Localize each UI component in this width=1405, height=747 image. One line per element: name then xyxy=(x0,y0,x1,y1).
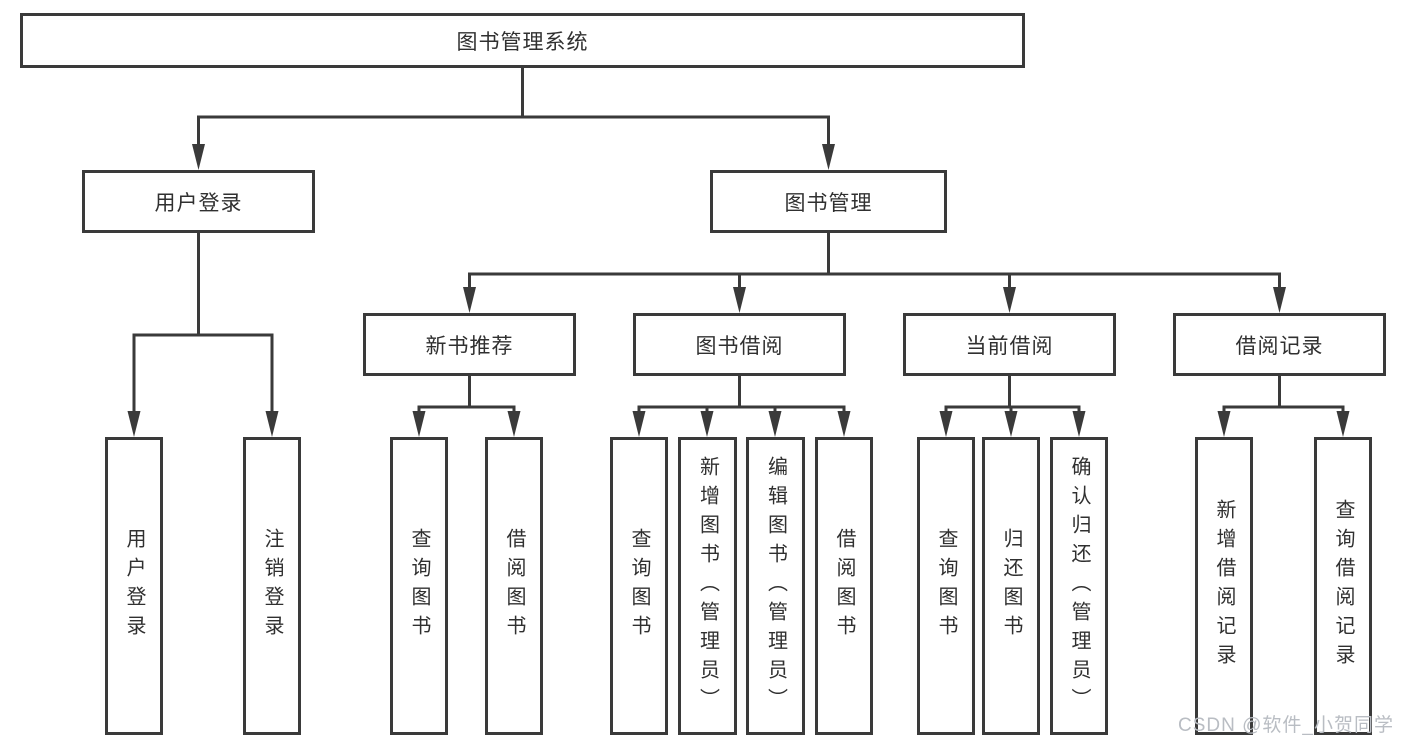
leaf-query-books-current-label: 查询图书 xyxy=(935,528,957,644)
node-new-book-recommend: 新书推荐 xyxy=(363,313,576,376)
csdn-watermark: CSDN @软件_小贺同学 xyxy=(1178,715,1394,736)
leaf-add-borrow-record: 新增借阅记录 xyxy=(1195,437,1253,735)
leaf-borrow-books: 借阅图书 xyxy=(815,437,873,735)
leaf-edit-books-admin: 编辑图书（管理员） xyxy=(746,437,805,735)
leaf-query-books-recommend: 查询图书 xyxy=(390,437,448,735)
node-current-borrow: 当前借阅 xyxy=(903,313,1116,376)
arrowheads xyxy=(127,144,1350,437)
leaf-edit-books-admin-label: 编辑图书（管理员） xyxy=(764,455,787,717)
leaf-user-login: 用户登录 xyxy=(105,437,163,735)
leaf-confirm-return-admin-label: 确认归还（管理员） xyxy=(1068,455,1090,717)
leaf-return-books-label: 归还图书 xyxy=(1000,528,1022,644)
node-current-borrow-label: 当前借阅 xyxy=(965,334,1054,358)
node-user-login: 用户登录 xyxy=(82,170,315,233)
leaf-borrow-books-recommend: 借阅图书 xyxy=(485,437,543,735)
leaf-add-borrow-record-label: 新增借阅记录 xyxy=(1213,499,1235,673)
node-borrow-records: 借阅记录 xyxy=(1173,313,1386,376)
node-root: 图书管理系统 xyxy=(20,13,1025,68)
leaf-query-borrow-record: 查询借阅记录 xyxy=(1314,437,1372,735)
leaf-return-books: 归还图书 xyxy=(982,437,1040,735)
leaf-query-books-current: 查询图书 xyxy=(917,437,975,735)
node-root-label: 图书管理系统 xyxy=(456,30,589,54)
node-book-borrow: 图书借阅 xyxy=(633,313,846,376)
leaf-query-books-recommend-label: 查询图书 xyxy=(408,528,430,644)
node-book-management: 图书管理 xyxy=(710,170,947,233)
leaf-query-borrow-record-label: 查询借阅记录 xyxy=(1332,499,1354,673)
leaf-add-books-admin-label: 新增图书（管理员） xyxy=(696,455,719,717)
leaf-logout: 注销登录 xyxy=(243,437,301,735)
node-user-login-label: 用户登录 xyxy=(154,191,243,215)
leaf-user-login-label: 用户登录 xyxy=(123,528,145,644)
leaf-query-books-borrow-label: 查询图书 xyxy=(628,528,650,644)
node-book-management-label: 图书管理 xyxy=(784,191,873,215)
node-new-book-recommend-label: 新书推荐 xyxy=(425,334,514,358)
node-borrow-records-label: 借阅记录 xyxy=(1235,334,1324,358)
node-book-borrow-label: 图书借阅 xyxy=(695,334,784,358)
leaf-borrow-books-label: 借阅图书 xyxy=(833,528,855,644)
leaf-confirm-return-admin: 确认归还（管理员） xyxy=(1050,437,1108,735)
leaf-add-books-admin: 新增图书（管理员） xyxy=(678,437,737,735)
leaf-borrow-books-recommend-label: 借阅图书 xyxy=(503,528,525,644)
leaf-logout-label: 注销登录 xyxy=(261,528,283,644)
leaf-query-books-borrow: 查询图书 xyxy=(610,437,668,735)
